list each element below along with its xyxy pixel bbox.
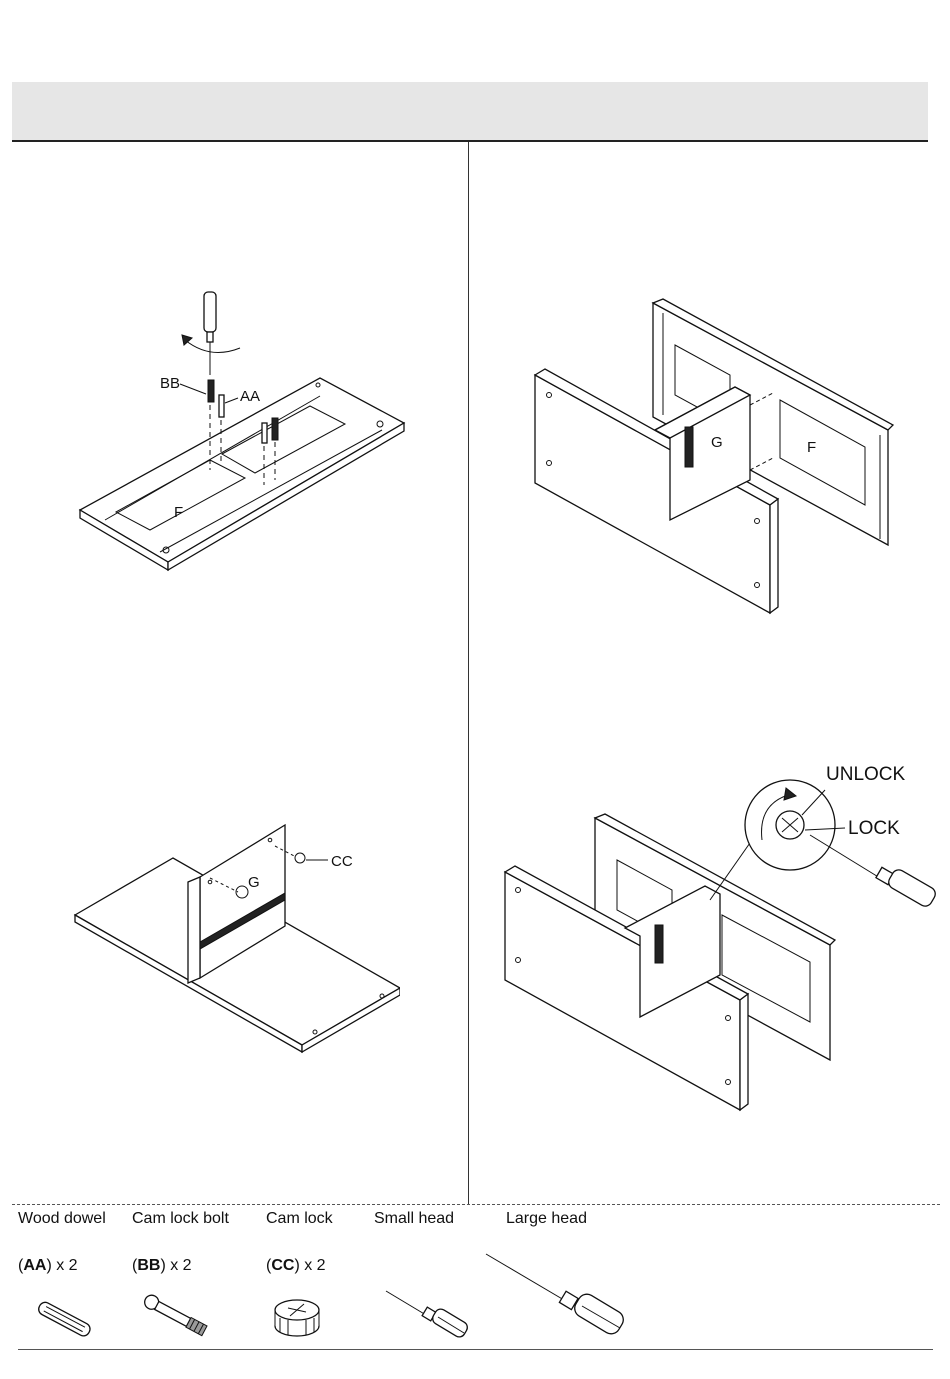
wood-dowel-icon bbox=[30, 1300, 100, 1340]
step-1-illustration: BB AA F bbox=[70, 280, 420, 580]
tool-name-small-head: Small head bbox=[374, 1210, 454, 1228]
label-g-step3: G bbox=[248, 874, 260, 891]
step-4-illustration: UNLOCK LOCK bbox=[500, 760, 940, 1140]
label-panel-f: F bbox=[174, 504, 183, 521]
hardware-qty-cc: (CC) x 2 bbox=[266, 1257, 326, 1275]
step-header-bar bbox=[12, 82, 928, 142]
column-divider bbox=[468, 142, 469, 1204]
hardware-name-wood-dowel: Wood dowel bbox=[18, 1210, 106, 1228]
hardware-qty-aa: (AA) x 2 bbox=[18, 1257, 78, 1275]
label-unlock: UNLOCK bbox=[826, 764, 906, 785]
large-screwdriver-icon bbox=[482, 1250, 632, 1345]
label-f: F bbox=[807, 439, 816, 456]
small-screwdriver-icon bbox=[380, 1285, 475, 1345]
hardware-divider bbox=[12, 1204, 940, 1205]
label-g: G bbox=[711, 434, 723, 451]
cam-lock-bolt-icon bbox=[135, 1293, 215, 1343]
label-lock: LOCK bbox=[848, 818, 900, 839]
footer-rule bbox=[18, 1349, 933, 1350]
label-aa: AA bbox=[240, 388, 260, 405]
step-2-illustration: G F bbox=[525, 295, 905, 625]
hardware-qty-bb: (BB) x 2 bbox=[132, 1257, 192, 1275]
label-cc: CC bbox=[331, 853, 353, 870]
hardware-name-cam-lock-bolt: Cam lock bolt bbox=[132, 1210, 229, 1228]
label-bb: BB bbox=[160, 375, 180, 392]
step-3-illustration: G CC bbox=[70, 820, 400, 1060]
tool-name-large-head: Large head bbox=[506, 1210, 587, 1228]
hardware-name-cam-lock: Cam lock bbox=[266, 1210, 333, 1228]
cam-lock-icon bbox=[268, 1294, 328, 1344]
